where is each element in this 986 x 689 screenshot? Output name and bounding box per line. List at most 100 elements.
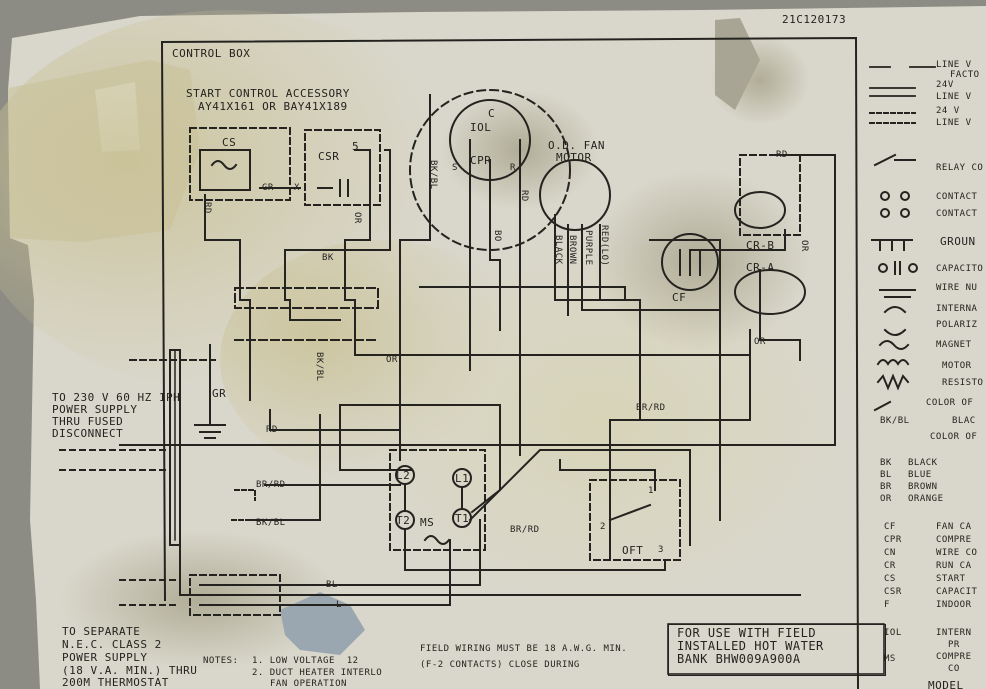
terminal-t2: T2 [396, 514, 411, 527]
fan-motor-label-1: O.D. FAN [548, 139, 605, 152]
legend-abbrev-cs-name: START [936, 574, 966, 584]
legend-abbrev-f-name: INDOOR [936, 600, 972, 610]
wire-gr-label: GR [262, 183, 274, 193]
wire-br-rd-mid: BR/RD [636, 403, 666, 413]
compressor-s-terminal: S [452, 163, 458, 173]
legend-contact-2: CONTACT [936, 209, 978, 219]
legend-abbrev-csr-code: CSR [884, 587, 902, 597]
cr-a-label: CR-A [746, 261, 775, 274]
legend-blac: BLAC [952, 416, 976, 426]
legend-relay-coil: RELAY CO [936, 163, 984, 173]
oft-terminal-1: 1 [648, 486, 654, 496]
terminal-l1: L1 [455, 472, 470, 485]
compressor-iol-label: IOL [470, 121, 492, 134]
legend-abbrev-cf-name: FAN CA [936, 522, 972, 532]
legend-abbrev-ms-code: MS [884, 654, 896, 664]
legend-contact-1: CONTACT [936, 192, 978, 202]
legend-abbrev-iol-name: INTERN [936, 628, 972, 638]
legend-color-bk-code: BK [880, 458, 892, 468]
legend-motor: MOTOR [942, 361, 972, 371]
legend-abbrev-f-code: F [884, 600, 890, 610]
notes-label: NOTES: [203, 656, 239, 666]
legend-abbrev-cr-code: CR [884, 561, 896, 571]
wire-rd-label: RD [202, 202, 212, 214]
fan-wire-red: RED(LO) [599, 225, 609, 267]
class2-line-5: 200M THERMOSTAT [62, 676, 169, 689]
legend-color-br-code: BR [880, 482, 892, 492]
wire-bk-label: BK [322, 253, 334, 263]
torn-hole [280, 592, 365, 655]
class2-line-3: POWER SUPPLY [62, 651, 148, 664]
wire-br-rd-ms: BR/RD [510, 525, 540, 535]
wire-rd-relay: RD [776, 150, 788, 160]
wire-bk-bl-mid: BK/BL [314, 352, 324, 382]
legend-line-v-2: LINE V [936, 92, 972, 102]
legend-color-of-1: COLOR OF [926, 398, 974, 408]
class2-line-1: TO SEPARATE [62, 625, 141, 638]
note-field-wiring: FIELD WIRING MUST BE 18 A.W.G. MIN. [420, 644, 628, 654]
wire-or-mid: OR [386, 355, 398, 365]
hot-water-note-line-3: BANK BHW009A900A [677, 652, 801, 666]
legend-abbrev-ms-cont: CO [948, 664, 960, 674]
note-2: 2. DUCT HEATER INTERLO [252, 668, 383, 678]
cs-label: CS [222, 136, 237, 149]
legend-color-or-code: OR [880, 494, 892, 504]
legend-capacitor: CAPACITO [936, 264, 984, 274]
power-supply-line-4: DISCONNECT [52, 427, 124, 440]
compressor-c-terminal: C [488, 107, 496, 120]
wire-bl-label: BL [326, 580, 338, 590]
legend-abbrev-cpr-code: CPR [884, 535, 902, 545]
power-supply-line-3: THRU FUSED [52, 415, 124, 428]
accessory-model-numbers: AY41X161 OR BAY41X189 [198, 100, 348, 113]
legend-color-br-name: BROWN [908, 482, 938, 492]
power-supply-line-1: TO 230 V 60 HZ 1PH [52, 391, 181, 404]
compressor-cpr-label: CPR [470, 154, 492, 167]
legend-line-v-3: LINE V [936, 118, 972, 128]
legend-abbrev-csr-name: CAPACIT [936, 587, 978, 597]
legend-model: MODEL [928, 679, 964, 689]
oft-terminal-2: 2 [600, 522, 606, 532]
fan-motor-label-2: MOTOR [556, 151, 592, 164]
legend-24v-1: 24V [936, 80, 954, 90]
legend-color-or-name: ORANGE [908, 494, 944, 504]
wire-or-lower-relay: OR [754, 337, 766, 347]
csr-label: CSR [318, 150, 340, 163]
hot-water-note-line-1: FOR USE WITH FIELD [677, 626, 817, 640]
compressor-r-terminal: R [510, 163, 516, 173]
cr-b-label: CR-B [746, 239, 775, 252]
legend-color-bl-code: BL [880, 470, 892, 480]
legend-abbrev-cpr-name: COMPRE [936, 535, 972, 545]
ms-label: MS [420, 516, 435, 529]
class2-line-2: N.E.C. CLASS 2 [62, 638, 162, 651]
legend-color-bk-name: BLACK [908, 458, 938, 468]
legend-magnetic: MAGNET [936, 340, 972, 350]
note-f2-contacts: (F-2 CONTACTS) CLOSE DURING [420, 660, 580, 670]
start-control-accessory-label: START CONTROL ACCESSORY [186, 87, 350, 100]
note-2b: FAN OPERATION [270, 679, 347, 689]
fan-wire-purple: PURPLE [583, 230, 593, 266]
wire-bk-bl-lower: BK/BL [256, 518, 286, 528]
oft-label: OFT [622, 544, 644, 557]
power-supply-line-2: POWER SUPPLY [52, 403, 138, 416]
terminal-t1: T1 [455, 512, 470, 525]
legend-abbrev-ms-name: COMPRE [936, 652, 972, 662]
note-1: 1. LOW VOLTAGE 12 [252, 656, 359, 666]
legend-resistor: RESISTO [942, 378, 984, 388]
class2-line-4: (18 V.A. MIN.) THRU [62, 664, 198, 677]
wire-l-label: L [336, 600, 342, 610]
legend-abbrev-iol-code: IOL [884, 628, 902, 638]
legend-abbrev-cn-code: CN [884, 548, 896, 558]
ground-gr-label: GR [212, 387, 227, 400]
cf-label: CF [672, 291, 687, 304]
legend-abbrev-cs-code: CS [884, 574, 896, 584]
wire-bk-bl-compressor: BK/BL [428, 160, 438, 190]
legend-abbrev-cn-name: WIRE CO [936, 548, 978, 558]
wire-or-label-top: OR [352, 212, 362, 224]
legend-ground: GROUN [940, 235, 976, 248]
wire-or-relay: OR [799, 240, 809, 252]
legend-abbrev-iol-cont: PR [948, 640, 960, 650]
wire-bo-compressor: BO [492, 230, 502, 242]
wire-br-rd-lower: BR/RD [256, 480, 286, 490]
